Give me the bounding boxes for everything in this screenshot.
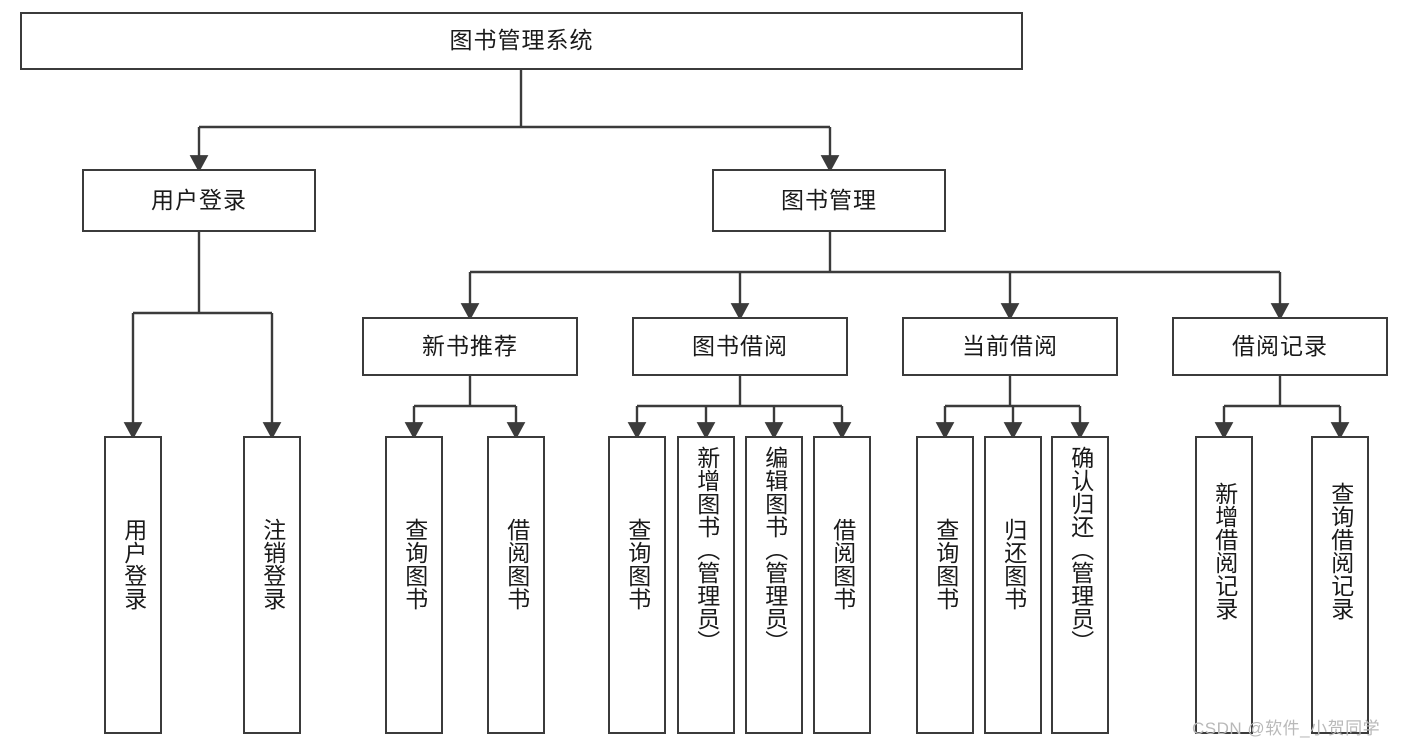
node-leaf-borrow-book-br[interactable]: 借阅图书 xyxy=(813,436,871,734)
node-root-label: 图书管理系统 xyxy=(449,27,594,54)
node-book-borrow[interactable]: 图书借阅 xyxy=(632,317,848,376)
node-current-borrow-label: 当前借阅 xyxy=(962,332,1058,359)
leaf-label: 查询图书 xyxy=(932,518,959,610)
node-leaf-add-record[interactable]: 新增借阅记录 xyxy=(1195,436,1253,734)
node-borrow-record[interactable]: 借阅记录 xyxy=(1172,317,1388,376)
node-leaf-query-record[interactable]: 查询借阅记录 xyxy=(1311,436,1369,734)
leaf-label: 确认归还（管理员） xyxy=(1067,446,1094,653)
leaf-label: 借阅图书 xyxy=(829,518,856,610)
node-leaf-add-book[interactable]: 新增图书（管理员） xyxy=(677,436,735,734)
node-book-borrow-label: 图书借阅 xyxy=(692,332,788,359)
leaf-label: 新增图书（管理员） xyxy=(693,446,720,653)
leaf-label: 查询图书 xyxy=(624,518,651,610)
node-leaf-query-book-br[interactable]: 查询图书 xyxy=(608,436,666,734)
leaf-label: 借阅图书 xyxy=(503,518,530,610)
node-book-manage[interactable]: 图书管理 xyxy=(712,169,946,232)
node-leaf-return-book[interactable]: 归还图书 xyxy=(984,436,1042,734)
node-user-login[interactable]: 用户登录 xyxy=(82,169,316,232)
node-book-manage-label: 图书管理 xyxy=(781,186,877,213)
node-root[interactable]: 图书管理系统 xyxy=(20,12,1023,70)
node-leaf-edit-book[interactable]: 编辑图书（管理员） xyxy=(745,436,803,734)
leaf-label: 用户登录 xyxy=(120,518,147,610)
node-new-book-recommend-label: 新书推荐 xyxy=(422,332,518,359)
node-user-login-label: 用户登录 xyxy=(151,186,247,213)
node-new-book-recommend[interactable]: 新书推荐 xyxy=(362,317,578,376)
node-leaf-user-login[interactable]: 用户登录 xyxy=(104,436,162,734)
node-leaf-borrow-book-rec[interactable]: 借阅图书 xyxy=(487,436,545,734)
node-leaf-query-book-rec[interactable]: 查询图书 xyxy=(385,436,443,734)
leaf-label: 查询图书 xyxy=(401,518,428,610)
leaf-label: 查询借阅记录 xyxy=(1327,482,1354,620)
leaf-label: 归还图书 xyxy=(1000,518,1027,610)
leaf-label: 编辑图书（管理员） xyxy=(761,446,788,653)
node-borrow-record-label: 借阅记录 xyxy=(1232,332,1328,359)
watermark-text: CSDN @软件_小贺同学 xyxy=(1192,719,1381,738)
leaf-label: 注销登录 xyxy=(259,518,286,610)
node-current-borrow[interactable]: 当前借阅 xyxy=(902,317,1118,376)
node-leaf-confirm-return[interactable]: 确认归还（管理员） xyxy=(1051,436,1109,734)
node-leaf-logout[interactable]: 注销登录 xyxy=(243,436,301,734)
leaf-label: 新增借阅记录 xyxy=(1211,482,1238,620)
node-leaf-query-book-cb[interactable]: 查询图书 xyxy=(916,436,974,734)
